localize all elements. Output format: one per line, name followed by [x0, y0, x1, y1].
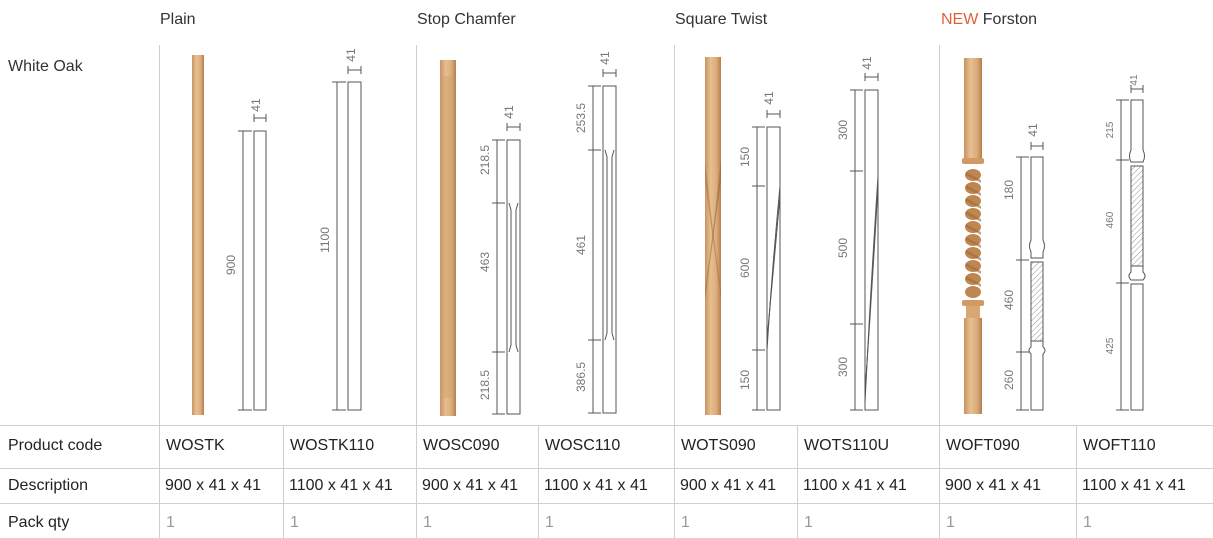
column-header-square-twist: Square Twist: [675, 11, 768, 28]
wosc090-drawing: [492, 123, 521, 415]
table-column-divider: [416, 426, 417, 538]
product-description-cell: 900 x 41 x 41: [945, 477, 1042, 494]
product-description-cell: 900 x 41 x 41: [422, 477, 519, 494]
table-rule: [0, 503, 1213, 504]
product-pack-cell: 1: [804, 514, 813, 531]
woft090-drawing: [1016, 142, 1046, 411]
group-divider: [159, 45, 160, 425]
product-pack-cell: 1: [946, 514, 955, 531]
product-description-cell: 1100 x 41 x 41: [1082, 477, 1186, 494]
wots090-photo: [705, 57, 721, 415]
product-description-cell: 1100 x 41 x 41: [544, 477, 648, 494]
table-column-divider: [283, 426, 284, 538]
column-header-forston: NEW Forston: [941, 11, 1037, 29]
woft090-mid-label: 460: [1002, 290, 1016, 310]
product-description-cell: 900 x 41 x 41: [165, 477, 262, 494]
product-pack-cell: 1: [166, 514, 175, 531]
table-rule: [0, 425, 1213, 426]
wosc090-mid-label: 463: [478, 252, 492, 272]
product-description-cell: 900 x 41 x 41: [680, 477, 777, 494]
product-pack-cell: 1: [545, 514, 554, 531]
product-code-cell: WOSTK110: [290, 437, 375, 454]
product-description-cell: 1100 x 41 x 41: [289, 477, 393, 494]
wostk110-width-label: 41: [344, 48, 358, 62]
table-column-divider: [797, 426, 798, 538]
table-column-divider: [538, 426, 539, 538]
spindle-drawings: 41 900 41 1100 41 218.5 463 218.5: [192, 48, 1146, 416]
wosc090-bottom-label: 218.5: [478, 370, 492, 400]
table-column-divider: [674, 426, 675, 538]
wosc110-width-label: 41: [598, 51, 612, 65]
product-code-cell: WOTS090: [681, 437, 756, 454]
table-rule: [0, 468, 1213, 469]
wosc110-drawing: [588, 69, 617, 414]
product-pack-cell: 1: [290, 514, 299, 531]
product-pack-cell: 1: [681, 514, 690, 531]
wots110-mid-label: 500: [836, 238, 850, 258]
product-code-cell: WOTS110U: [804, 437, 890, 454]
group-divider: [416, 45, 417, 425]
woft090-bottom-label: 260: [1002, 370, 1016, 390]
wostk-drawing: [238, 114, 267, 411]
wosc090-top-label: 218.5: [478, 145, 492, 175]
group-divider: [939, 45, 940, 425]
wosc090-photo: [440, 60, 456, 416]
table-column-divider: [159, 426, 160, 538]
group-divider: [674, 45, 675, 425]
woft090-photo: [962, 58, 984, 414]
species-label: White Oak: [8, 58, 83, 75]
wots110-drawing: [850, 73, 879, 411]
woft110-drawing: [1116, 85, 1146, 411]
woft110-width-label: 41: [1129, 74, 1140, 86]
wostk110-drawing: [332, 66, 362, 411]
wosc110-top-label: 253.5: [574, 103, 588, 133]
wots110-bottom-label: 300: [836, 357, 850, 377]
wostk110-length-label: 1100: [318, 227, 332, 253]
woft090-top-label: 180: [1002, 180, 1016, 200]
new-badge: NEW: [941, 11, 979, 28]
wosc110-mid-label: 461: [574, 235, 588, 255]
table-column-divider: [939, 426, 940, 538]
product-pack-cell: 1: [423, 514, 432, 531]
woft110-top-label: 215: [1105, 121, 1116, 138]
wots110-top-label: 300: [836, 120, 850, 140]
table-column-divider: [1076, 426, 1077, 538]
wots090-width-label: 41: [762, 91, 776, 105]
product-code-cell: WOFT090: [946, 437, 1020, 454]
row-label-description: Description: [8, 477, 89, 494]
wosc090-width-label: 41: [502, 105, 516, 119]
wostk-photo: [192, 55, 204, 415]
column-header-plain: Plain: [160, 11, 196, 28]
woft110-mid-label: 460: [1105, 211, 1116, 228]
wots090-bottom-label: 150: [738, 370, 752, 390]
product-code-cell: WOSC110: [545, 437, 621, 454]
product-pack-cell: 1: [1083, 514, 1092, 531]
product-description-cell: 1100 x 41 x 41: [803, 477, 907, 494]
wostk-length-label: 900: [224, 255, 238, 275]
product-code-cell: WOSC090: [423, 437, 500, 454]
row-label-product-code: Product code: [8, 437, 103, 454]
wots090-drawing: [752, 110, 781, 411]
woft110-bottom-label: 425: [1105, 337, 1116, 354]
product-code-cell: WOFT110: [1083, 437, 1156, 454]
row-label-pack-qty: Pack qty: [8, 514, 70, 531]
forston-label: Forston: [982, 11, 1038, 28]
wosc110-bottom-label: 386.5: [574, 362, 588, 392]
wots110-width-label: 41: [860, 56, 874, 70]
product-code-cell: WOSTK: [166, 437, 225, 454]
wots090-mid-label: 600: [738, 258, 752, 278]
wostk-width-label: 41: [249, 98, 263, 112]
wots090-top-label: 150: [738, 147, 752, 167]
woft090-width-label: 41: [1026, 123, 1040, 137]
column-header-stop-chamfer: Stop Chamfer: [417, 11, 516, 28]
